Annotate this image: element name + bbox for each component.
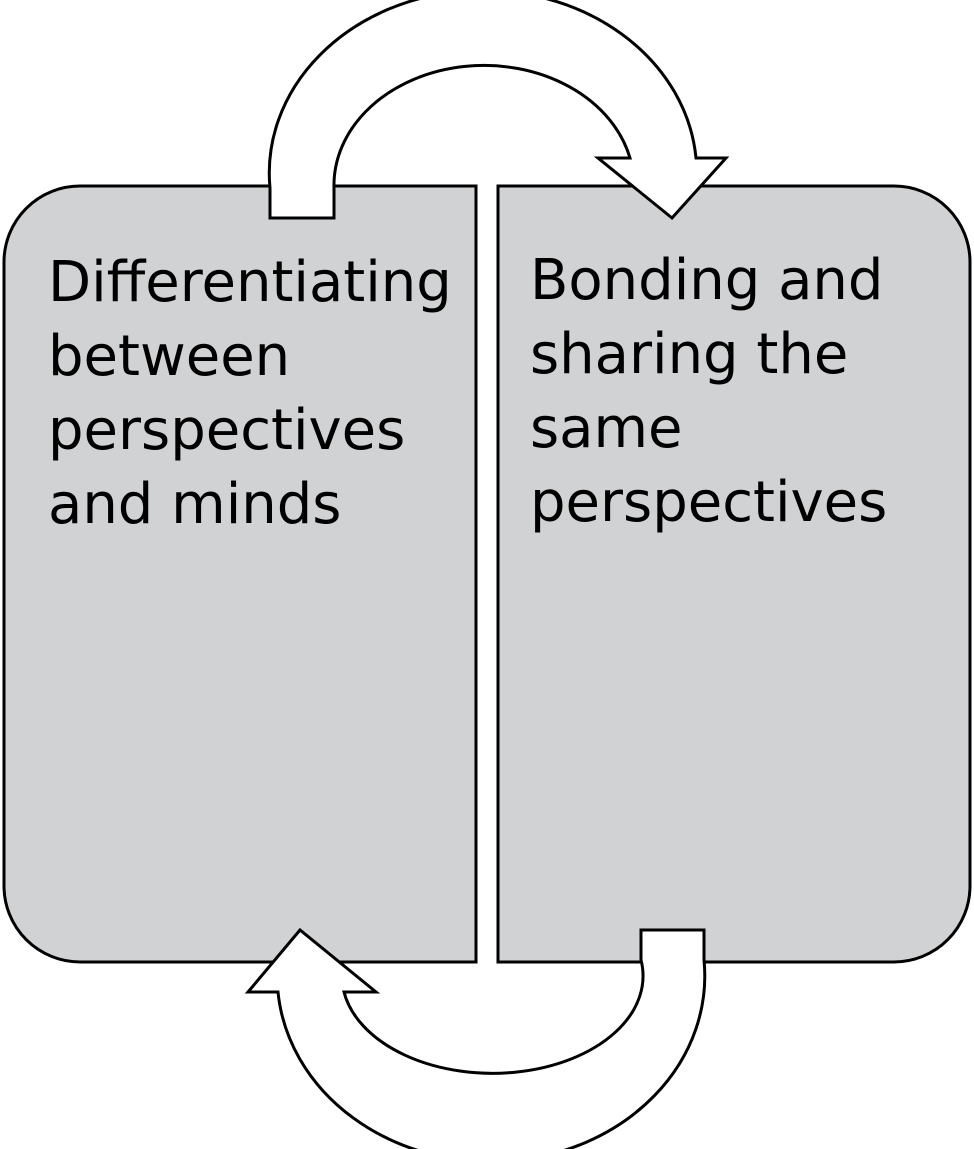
right-panel xyxy=(496,184,972,964)
left-panel-line: Differentiating xyxy=(48,250,452,315)
right-panel-line: Bonding and xyxy=(530,248,883,313)
top-curved-arrow-icon xyxy=(267,0,730,221)
left-panel-text: Differentiating between perspectives and… xyxy=(48,250,470,537)
right-panel-line: perspectives xyxy=(530,470,887,535)
left-panel-line: between xyxy=(48,324,290,389)
right-panel-line: same xyxy=(530,396,683,461)
left-panel xyxy=(2,184,478,964)
left-panel-line: and minds xyxy=(48,472,341,537)
left-panel-line: perspectives xyxy=(48,398,405,463)
bottom-curved-arrow-icon xyxy=(244,927,707,1149)
right-panel-line: sharing the xyxy=(530,322,848,387)
right-panel-text: Bonding and sharing the same perspective… xyxy=(530,248,901,535)
